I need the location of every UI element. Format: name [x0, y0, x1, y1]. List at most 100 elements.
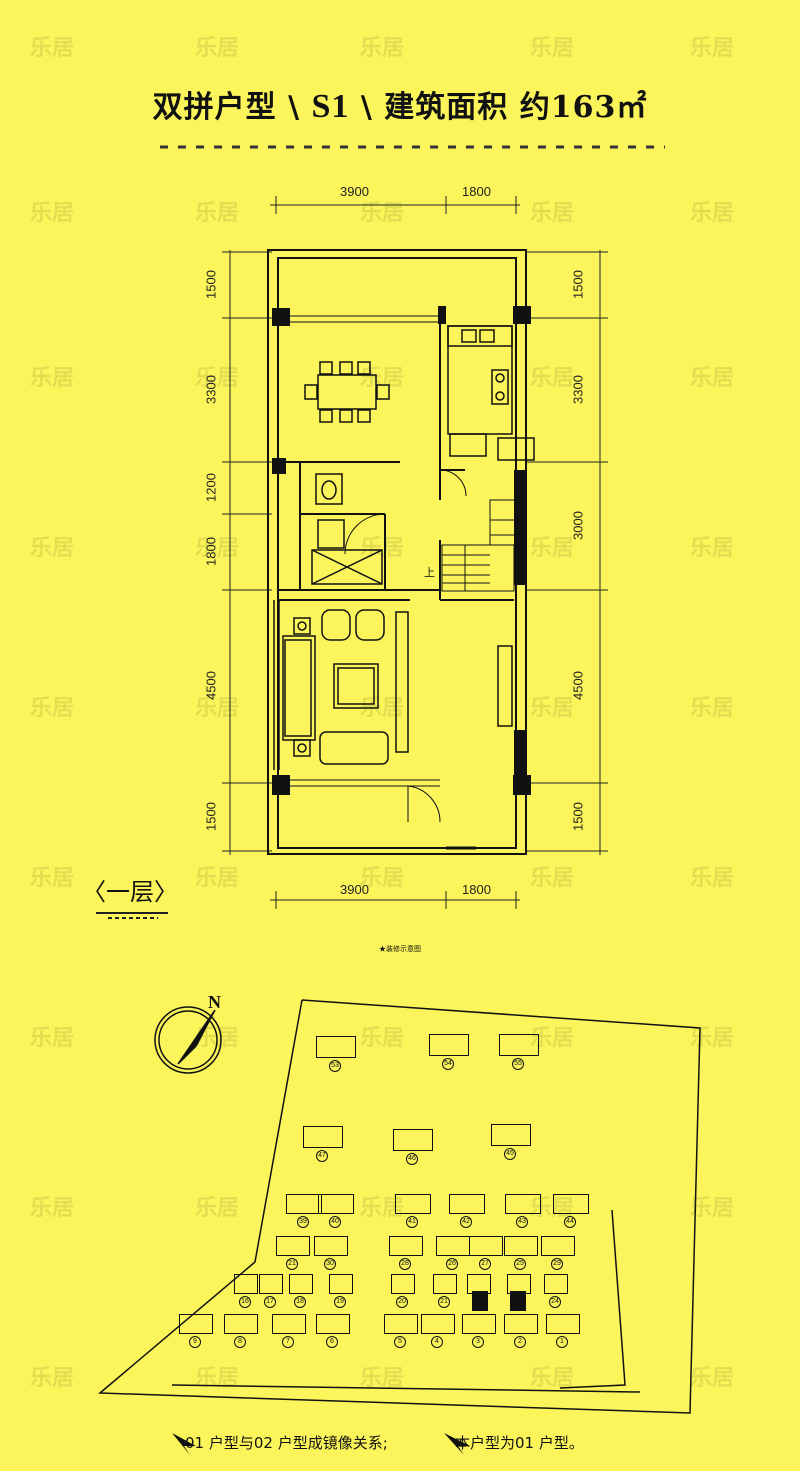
site-building-number: 6 — [326, 1336, 338, 1348]
site-building-footprint — [507, 1274, 531, 1294]
dim-right-5: 1500 — [570, 802, 586, 831]
living-room-furniture — [273, 600, 513, 770]
dim-bottom-1: 3900 — [340, 882, 369, 897]
watermark-logo: 乐居 — [30, 866, 75, 891]
site-building-number: 18 — [294, 1296, 306, 1308]
site-building-footprint — [553, 1194, 589, 1214]
watermark-logo: 乐居 — [30, 201, 75, 226]
watermark-logo: 乐居 — [690, 1366, 735, 1391]
site-building-footprint — [303, 1126, 343, 1148]
watermark-logo: 乐居 — [195, 366, 240, 391]
site-building-number: 45 — [504, 1148, 516, 1160]
legend-arrows — [172, 1433, 470, 1455]
site-building-number: 7 — [282, 1336, 294, 1348]
site-building-number: 1 — [556, 1336, 568, 1348]
dining-table — [304, 361, 390, 423]
site-building-footprint — [391, 1274, 415, 1294]
site-building-footprint — [286, 1194, 322, 1214]
terrace-railings — [290, 315, 440, 787]
watermark-logo: 乐居 — [690, 1196, 735, 1221]
watermark-logo: 乐居 — [360, 866, 405, 891]
site-building-footprint — [499, 1034, 539, 1056]
site-building-number: 2 — [514, 1336, 526, 1348]
watermark-logo: 乐居 — [530, 536, 575, 561]
watermark-logo: 乐居 — [195, 696, 240, 721]
site-building-footprint — [469, 1236, 503, 1256]
site-building-number: 27 — [479, 1258, 491, 1270]
bathroom-fixtures — [311, 473, 383, 585]
site-building-number: 40 — [329, 1216, 341, 1228]
dim-right-4: 4500 — [570, 671, 586, 700]
site-building-footprint — [389, 1236, 423, 1256]
site-building-number: 24 — [549, 1296, 561, 1308]
door-swings — [344, 469, 467, 823]
watermark-logo: 乐居 — [530, 1026, 575, 1051]
site-building-footprint — [384, 1314, 418, 1334]
interior-walls — [278, 322, 514, 601]
watermark-logo: 乐居 — [690, 1026, 735, 1051]
left-dimension-line — [222, 250, 272, 855]
site-building-footprint — [467, 1274, 491, 1294]
floor-label-underline — [96, 912, 168, 919]
watermark-logo: 乐居 — [195, 1366, 240, 1391]
legend-unit-note: 本户型为01 户型。 — [455, 1434, 584, 1452]
watermark-logo: 乐居 — [530, 696, 575, 721]
site-building-number: 16 — [239, 1296, 251, 1308]
watermark-logo: 乐居 — [690, 366, 735, 391]
site-building-footprint — [272, 1314, 306, 1334]
site-building-footprint — [318, 1194, 354, 1214]
site-building-number: 53 — [329, 1060, 341, 1072]
site-building-number: 29 — [551, 1258, 563, 1270]
dim-bottom-2: 1800 — [462, 882, 491, 897]
site-building-number: 28 — [399, 1258, 411, 1270]
site-building-number: 23 — [512, 1296, 524, 1308]
top-dimension-line — [270, 196, 520, 214]
structural-columns — [272, 306, 531, 795]
site-building-number: 41 — [406, 1216, 418, 1228]
watermark-logo: 乐居 — [30, 536, 75, 561]
site-building-number: 8 — [234, 1336, 246, 1348]
watermark-logo: 乐居 — [30, 1196, 75, 1221]
page-title: 双拼户型 \ S1 \ 建筑面积 约163㎡ — [0, 82, 800, 126]
watermark-logo: 乐居 — [360, 1026, 405, 1051]
site-building-footprint — [395, 1194, 431, 1214]
site-building-footprint — [421, 1314, 455, 1334]
site-building-footprint — [429, 1034, 469, 1056]
site-building-footprint — [234, 1274, 258, 1294]
site-building-number: 9 — [189, 1336, 201, 1348]
rendering-note: ★装修示意图 — [379, 946, 421, 953]
dim-right-2: 3300 — [570, 375, 586, 404]
site-plan — [98, 999, 701, 1414]
site-building-footprint — [505, 1194, 541, 1214]
dim-left-1: 1500 — [203, 270, 219, 299]
site-building-footprint — [276, 1236, 310, 1256]
watermark-logo: 乐居 — [530, 1366, 575, 1391]
site-building-footprint — [491, 1124, 531, 1146]
site-building-footprint — [316, 1036, 356, 1058]
compass-rose — [154, 1006, 222, 1074]
floor-label: 〈一层〉 — [82, 878, 178, 906]
site-building-number: 44 — [564, 1216, 576, 1228]
site-building-number: 26 — [446, 1258, 458, 1270]
watermark-logo: 乐居 — [360, 36, 405, 61]
site-building-number: 39 — [297, 1216, 309, 1228]
site-building-number: 17 — [264, 1296, 276, 1308]
dim-top-1: 3900 — [340, 184, 369, 199]
site-building-footprint — [314, 1236, 348, 1256]
site-building-footprint — [224, 1314, 258, 1334]
staircase — [441, 499, 515, 592]
dim-left-6: 1500 — [203, 802, 219, 831]
site-building-footprint — [259, 1274, 283, 1294]
stair-up-label: 上 — [424, 567, 435, 579]
dim-left-4: 1800 — [203, 537, 219, 566]
site-building-number: 43 — [516, 1216, 528, 1228]
dim-top-2: 1800 — [462, 184, 491, 199]
site-building-number: 5 — [394, 1336, 406, 1348]
site-building-footprint — [433, 1274, 457, 1294]
watermark-logo: 乐居 — [360, 1196, 405, 1221]
site-building-footprint — [393, 1129, 433, 1151]
dim-left-3: 1200 — [203, 473, 219, 502]
site-building-number: 20 — [396, 1296, 408, 1308]
watermark-logo: 乐居 — [690, 696, 735, 721]
site-building-number: 21 — [438, 1296, 450, 1308]
